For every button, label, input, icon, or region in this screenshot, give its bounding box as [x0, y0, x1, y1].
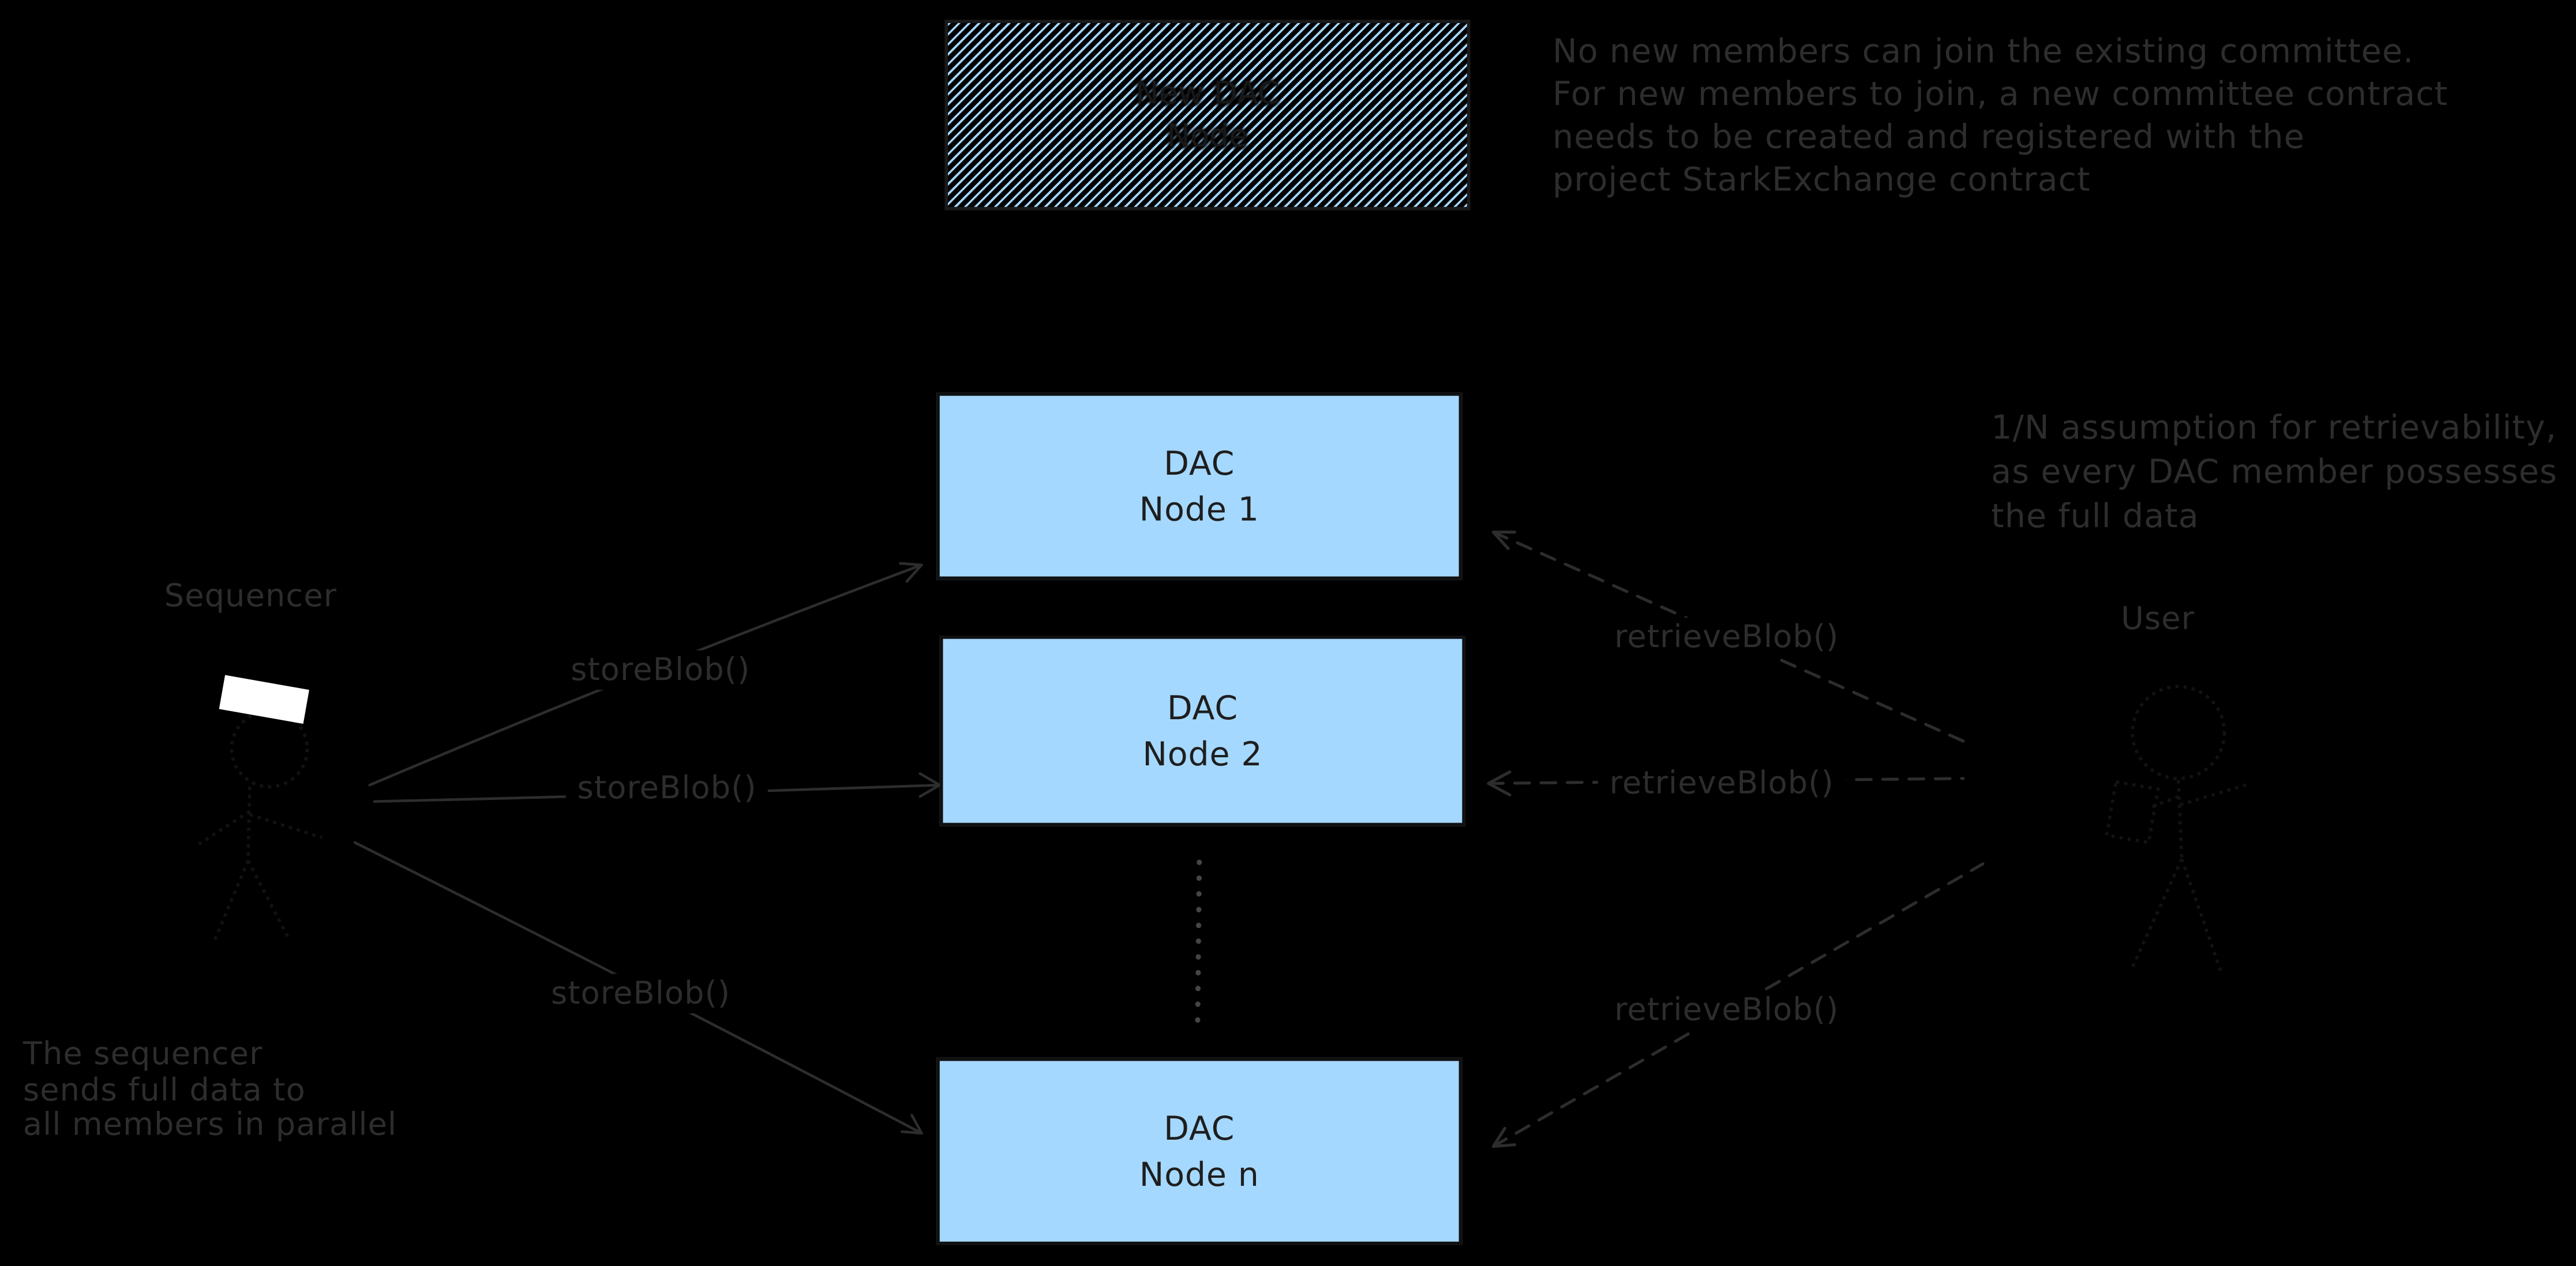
- user-arms: [2148, 782, 2251, 810]
- sequencer-body: [246, 786, 252, 861]
- retrievability-note-line1: 1/N assumption for retrievability,: [1991, 407, 2557, 447]
- store-blob-label-2: storeBlob(): [565, 768, 768, 809]
- dac-node-n-label-line1: DAC: [1164, 1109, 1235, 1148]
- user-legs: [2131, 858, 2223, 973]
- retrieve-blob-arrowhead-1: [1491, 531, 1517, 550]
- store-blob-arrowhead-3: [901, 1114, 923, 1135]
- retrieve-blob-arrowhead-2: [1487, 770, 1512, 797]
- new-dac-node-box: New DAC Node: [944, 20, 1471, 211]
- store-blob-arrowhead-2: [918, 772, 942, 798]
- user-body: [2177, 780, 2184, 859]
- committee-note-line3: needs to be created and registered with …: [1552, 117, 2305, 156]
- committee-note: No new members can join the existing com…: [1553, 29, 2448, 200]
- dac-node-1-box: DAC Node 1: [936, 392, 1463, 580]
- retrieve-blob-label-1: retrieveBlob(): [1603, 617, 1851, 658]
- store-blob-arrowhead-1: [899, 562, 923, 583]
- new-dac-node-label-line2: Node: [1167, 118, 1248, 155]
- sequencer-parallel-note: The sequencer sends full data to all mem…: [23, 1036, 398, 1144]
- dac-node-1-label-line1: DAC: [1164, 443, 1235, 483]
- sequencer-legs: [212, 859, 291, 944]
- dac-node-n-label-line2: Node n: [1139, 1154, 1259, 1194]
- retrieve-blob-label-2: retrieveBlob(): [1598, 764, 1846, 803]
- dac-node-2-box: DAC Node 2: [939, 636, 1466, 827]
- retrieve-blob-arrowhead-3: [1491, 1126, 1517, 1148]
- sequencer-screen-icon: [219, 675, 309, 724]
- committee-note-line4: project StarkExchange contract: [1552, 159, 2091, 199]
- sequencer-parallel-note-line2: sends full data to: [23, 1072, 306, 1108]
- dac-node-n-box: DAC Node n: [936, 1057, 1463, 1245]
- committee-note-line1: No new members can join the existing com…: [1552, 31, 2414, 71]
- user-head: [2131, 685, 2226, 780]
- retrieve-blob-arrow-3: [1491, 862, 1985, 1148]
- user-phone-icon: [2105, 780, 2160, 845]
- user-label: User: [2121, 601, 2195, 637]
- store-blob-label-1: storeBlob(): [559, 650, 762, 690]
- retrieve-blob-arrow-1: [1491, 531, 1971, 746]
- retrievability-note-line2: as every DAC member possesses: [1991, 452, 2558, 491]
- sequencer-parallel-note-line1: The sequencer: [23, 1036, 263, 1073]
- new-dac-node-label-line1: New DAC: [1135, 75, 1280, 112]
- sequencer-figure-icon: [198, 709, 323, 944]
- dac-node-2-label-line2: Node 2: [1142, 734, 1263, 774]
- store-blob-label-3: storeBlob(): [539, 974, 743, 1013]
- sequencer-head: [230, 709, 309, 788]
- retrievability-note-line3: the full data: [1991, 495, 2199, 536]
- dac-node-2-label-line1: DAC: [1167, 688, 1238, 728]
- sequencer-arms: [198, 810, 323, 846]
- dac-node-1-label-line2: Node 1: [1139, 489, 1259, 529]
- user-figure-icon: [2105, 685, 2251, 973]
- retrievability-note: 1/N assumption for retrievability, as ev…: [1991, 405, 2558, 539]
- sequencer-label: Sequencer: [164, 578, 338, 614]
- node-ellipsis-dotted-line: [1195, 859, 1202, 1026]
- retrieve-blob-label-3: retrieveBlob(): [1603, 990, 1851, 1030]
- sequencer-parallel-note-line3: all members in parallel: [23, 1107, 398, 1143]
- committee-note-line2: For new members to join, a new committee…: [1552, 74, 2448, 114]
